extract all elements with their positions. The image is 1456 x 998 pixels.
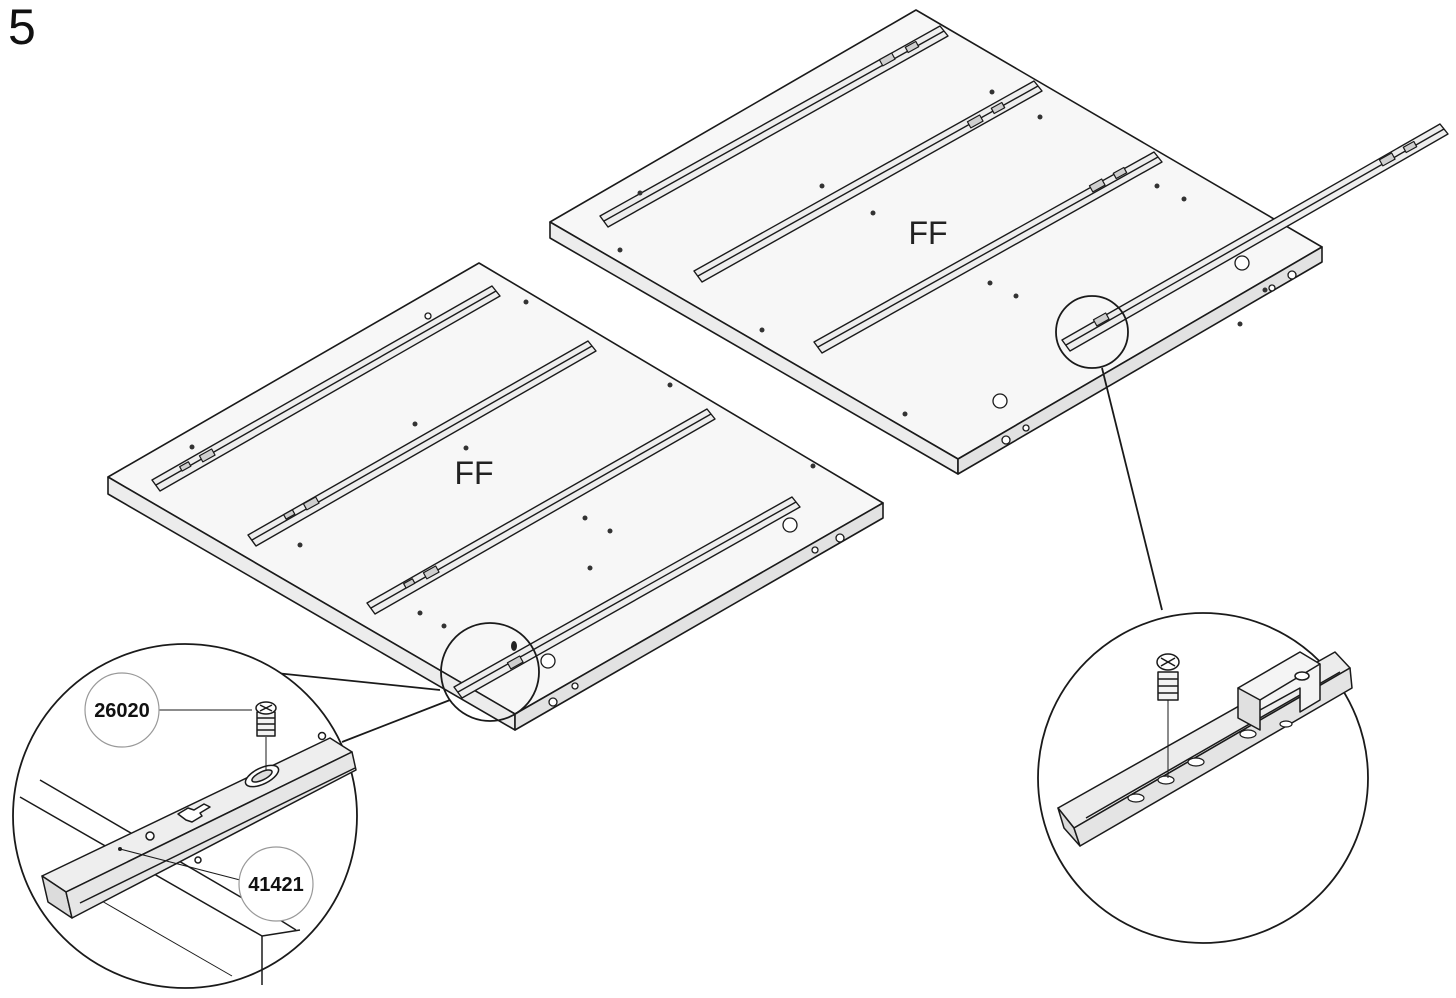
step-number: 5 bbox=[8, 0, 36, 55]
left-panel bbox=[107, 262, 884, 731]
panel-label-left: FF bbox=[454, 455, 493, 491]
left-zoom-marker bbox=[440, 622, 540, 722]
cam-screw-icon bbox=[1156, 653, 1180, 778]
cam-screw-icon bbox=[255, 701, 277, 770]
part-label-rail: 41421 bbox=[238, 846, 314, 922]
part-code-rail: 41421 bbox=[248, 874, 304, 896]
part-label-screw: 26020 bbox=[84, 672, 160, 748]
panel-label-right: FF bbox=[908, 215, 947, 251]
left-panel-rails bbox=[151, 285, 801, 699]
right-zoom-marker bbox=[1055, 295, 1129, 369]
right-panel-side-edge bbox=[957, 246, 1323, 475]
left-detail-content bbox=[19, 701, 357, 985]
left-panel-side-edge bbox=[514, 502, 884, 731]
right-panel bbox=[549, 9, 1449, 475]
part-code-screw: 26020 bbox=[94, 700, 150, 722]
right-panel-rails bbox=[599, 25, 1449, 354]
right-detail-content bbox=[1057, 651, 1353, 847]
